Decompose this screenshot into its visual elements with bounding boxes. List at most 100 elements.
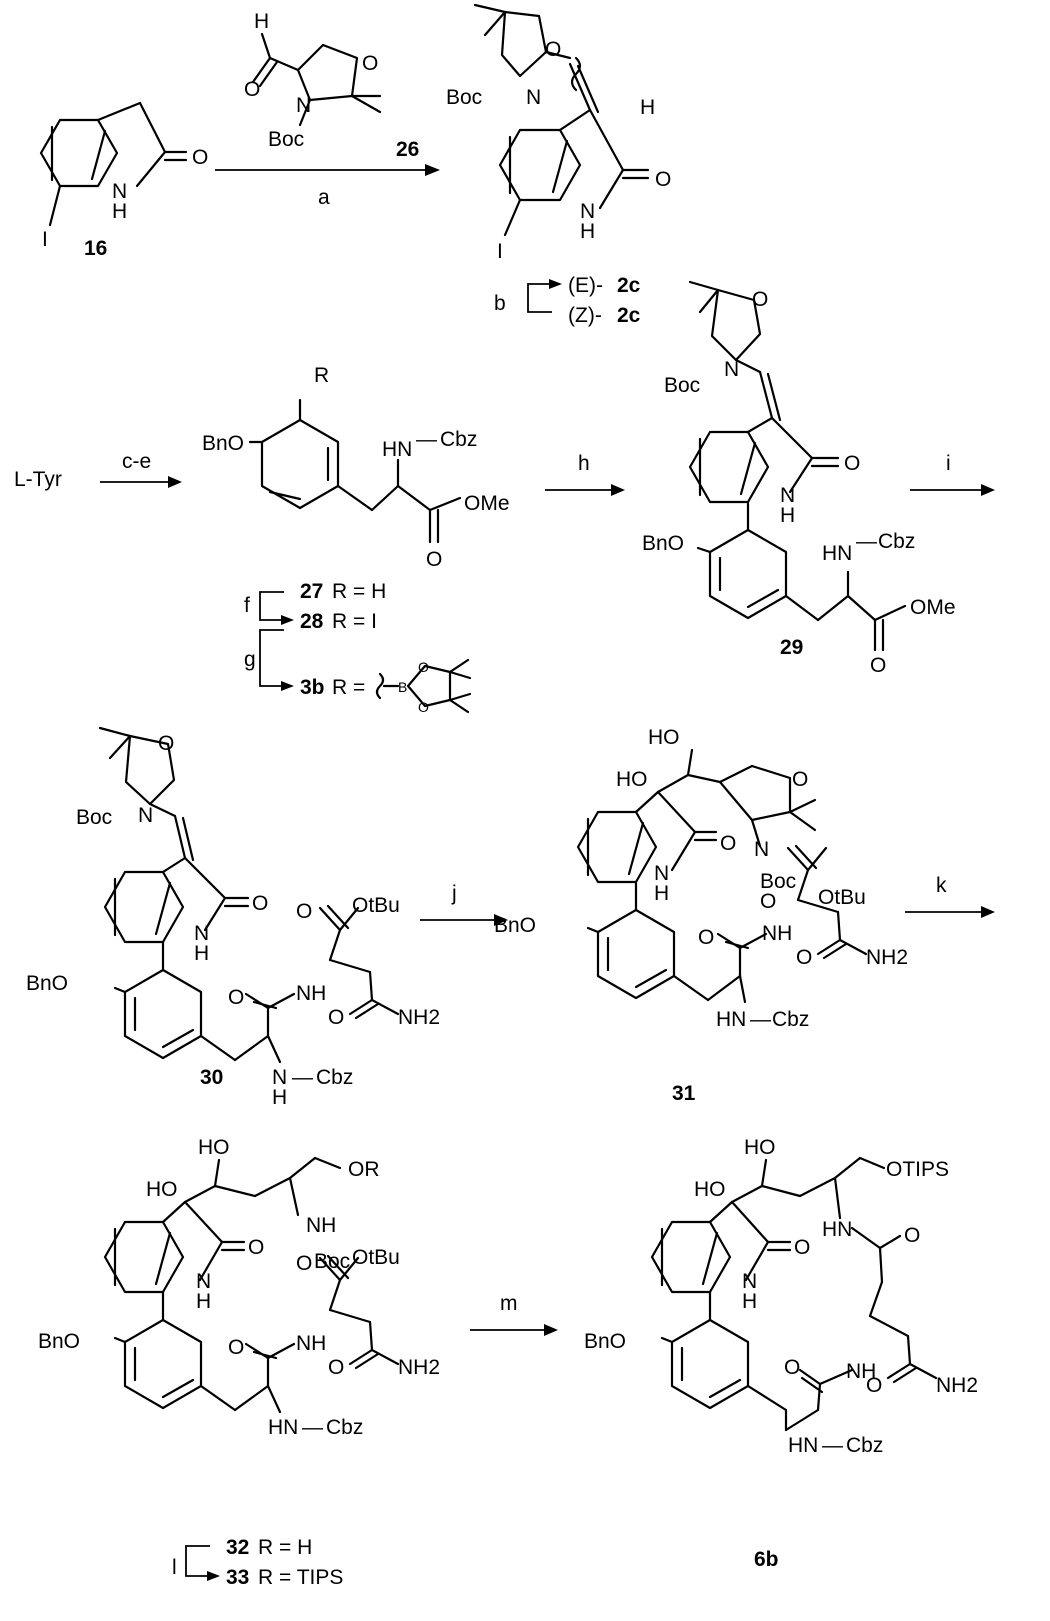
reagent-m: m — [500, 1292, 518, 1315]
atom-O: O — [796, 946, 812, 969]
atom-O: O — [296, 900, 312, 923]
atom-H: H — [194, 942, 209, 965]
compound-label-16: 16 — [84, 237, 107, 260]
starting-material-ltyr: L-Tyr — [14, 468, 62, 491]
reagent-g: g — [244, 648, 256, 671]
stereo-E: (E)- — [568, 274, 603, 297]
atom-O: O — [426, 548, 442, 571]
arrowhead — [168, 476, 182, 488]
label-dash: — — [822, 1434, 843, 1457]
atom-O: O — [844, 452, 860, 475]
structure-29 — [688, 280, 907, 652]
atom-O: O — [545, 38, 561, 61]
atom-O: O — [760, 890, 776, 913]
r-def-28: R = I — [332, 610, 377, 633]
atom-O: O — [752, 288, 768, 311]
atom-B: B — [398, 679, 407, 695]
atom-I: I — [42, 228, 48, 251]
structure-26 — [251, 32, 382, 127]
reagent-h: h — [578, 452, 590, 475]
atom-O: O — [698, 926, 714, 949]
arrowhead — [425, 164, 440, 176]
atom-H: H — [580, 220, 595, 243]
atom-N: N — [580, 200, 595, 223]
atom-N: N — [724, 358, 739, 381]
reagent-l: l — [172, 1556, 177, 1579]
pinacol-boronate — [375, 658, 472, 714]
atom-Boc: Boc — [446, 86, 482, 109]
atom-O: O — [904, 1224, 920, 1247]
atom-HO: HO — [694, 1178, 726, 1201]
atom-O: O — [792, 768, 808, 791]
atom-O: O — [244, 78, 260, 101]
r-def-3b: R = — [332, 676, 365, 699]
structure-2c — [473, 3, 650, 237]
r-def-32: R = H — [258, 1536, 312, 1559]
atom-HN: HN — [788, 1434, 818, 1457]
conversion-bracket-l — [185, 1545, 210, 1577]
isomerization-bracket-b — [527, 283, 552, 313]
atom-HN: HN — [822, 542, 852, 565]
structure-30 — [98, 726, 400, 1064]
arrowhead — [981, 906, 995, 918]
atom-NH: NH — [296, 982, 326, 1005]
atom-H: H — [254, 10, 269, 33]
reagent-a: a — [318, 186, 330, 209]
atom-BnO: BnO — [494, 914, 536, 937]
atom-OtBu: OtBu — [818, 886, 866, 909]
atom-Boc: Boc — [76, 806, 112, 829]
compound-label-3b: 3b — [300, 676, 325, 699]
atom-NH2: NH2 — [398, 1006, 440, 1029]
conversion-bracket-g — [259, 629, 284, 687]
arrowhead — [494, 914, 508, 926]
arrowhead — [281, 615, 294, 625]
atom-NH2: NH2 — [398, 1356, 440, 1379]
atom-OtBu: OtBu — [352, 894, 400, 917]
atom-H: H — [640, 96, 655, 119]
atom-NH: NH — [762, 922, 792, 945]
structure-6b — [650, 1156, 938, 1432]
arrowhead — [544, 1324, 558, 1336]
atom-O: O — [228, 1336, 244, 1359]
atom-HO: HO — [616, 768, 648, 791]
compound-label-33: 33 — [226, 1566, 249, 1589]
atom-O: O — [192, 146, 208, 169]
reagent-b: b — [494, 292, 506, 315]
label-dash: — — [302, 1416, 323, 1439]
label-dash: — — [750, 1008, 771, 1031]
atom-HO: HO — [648, 726, 680, 749]
atom-O: O — [328, 1356, 344, 1379]
atom-N: N — [112, 180, 127, 203]
compound-label-32: 32 — [226, 1536, 249, 1559]
atom-Boc: Boc — [664, 374, 700, 397]
atom-BnO: BnO — [584, 1330, 626, 1353]
atom-BnO: BnO — [202, 432, 244, 455]
atom-Cbz: Cbz — [878, 530, 915, 553]
arrowhead — [281, 681, 294, 691]
atom-OMe: OMe — [910, 596, 956, 619]
atom-O: O — [228, 986, 244, 1009]
compound-label-28: 28 — [300, 610, 324, 633]
atom-BnO: BnO — [642, 532, 684, 555]
atom-O: O — [870, 654, 886, 677]
compound-label-26: 26 — [396, 138, 419, 161]
atom-O: O — [296, 1252, 312, 1275]
atom-Boc: Boc — [268, 128, 304, 151]
atom-H: H — [272, 1086, 287, 1109]
atom-HO: HO — [146, 1178, 178, 1201]
atom-H: H — [196, 1290, 211, 1313]
reagent-f: f — [244, 594, 250, 617]
atom-Cbz: Cbz — [316, 1066, 353, 1089]
atom-O: O — [784, 1356, 800, 1379]
label-dash: — — [292, 1066, 313, 1089]
atom-Cbz: Cbz — [326, 1416, 363, 1439]
compound-label-2c-E: 2c — [617, 274, 641, 297]
atom-N: N — [742, 1270, 757, 1293]
atom-O: O — [866, 1374, 882, 1397]
atom-Cbz: Cbz — [846, 1434, 883, 1457]
atom-O: O — [328, 1006, 344, 1029]
atom-Boc: Boc — [314, 1250, 350, 1273]
structure-27 — [248, 398, 462, 544]
atom-HN: HN — [716, 1008, 746, 1031]
